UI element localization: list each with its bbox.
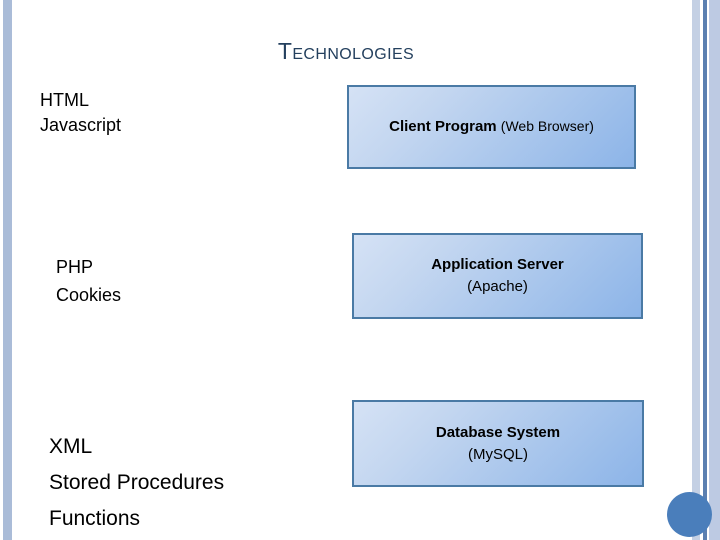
box-database-system: Database System (MySQL) <box>352 400 644 487</box>
box-client-text-row: Client Program (Web Browser) <box>389 118 594 136</box>
box-application-server: Application Server (Apache) <box>352 233 643 319</box>
left-accent-bar <box>3 0 12 540</box>
right-accent-bar-outer <box>692 0 700 540</box>
label-cookies: Cookies <box>56 285 122 305</box>
right-accent-bar-middle <box>703 0 707 540</box>
label-php: PHP <box>56 257 94 277</box>
box-database-secondary-label: (MySQL) <box>468 445 528 463</box>
box-application-secondary-label: (Apache) <box>467 278 528 295</box>
box-database-primary-label: Database System <box>435 423 561 441</box>
corner-circle-decoration <box>667 492 712 537</box>
box-application-primary-label: Application Server <box>431 256 564 273</box>
box-client-primary-label: Client Program <box>389 118 501 135</box>
box-client-secondary-label: (Web Browser) <box>500 118 594 134</box>
label-group-server-technologies: PHP Cookies <box>56 253 121 309</box>
label-functions: Functions <box>49 507 141 530</box>
label-html: HTML <box>40 90 89 110</box>
label-group-database-technologies: XML Stored Procedures Functions <box>49 429 224 537</box>
right-accent-bar-inner <box>709 0 720 540</box>
slide-title: Technologies <box>277 38 415 64</box>
box-client-program: Client Program (Web Browser) <box>347 85 636 169</box>
label-stored-procedures: Stored Procedures <box>49 471 225 494</box>
label-xml: XML <box>49 435 93 458</box>
label-group-client-technologies: HTML Javascript <box>40 88 121 138</box>
label-javascript: Javascript <box>40 115 122 135</box>
